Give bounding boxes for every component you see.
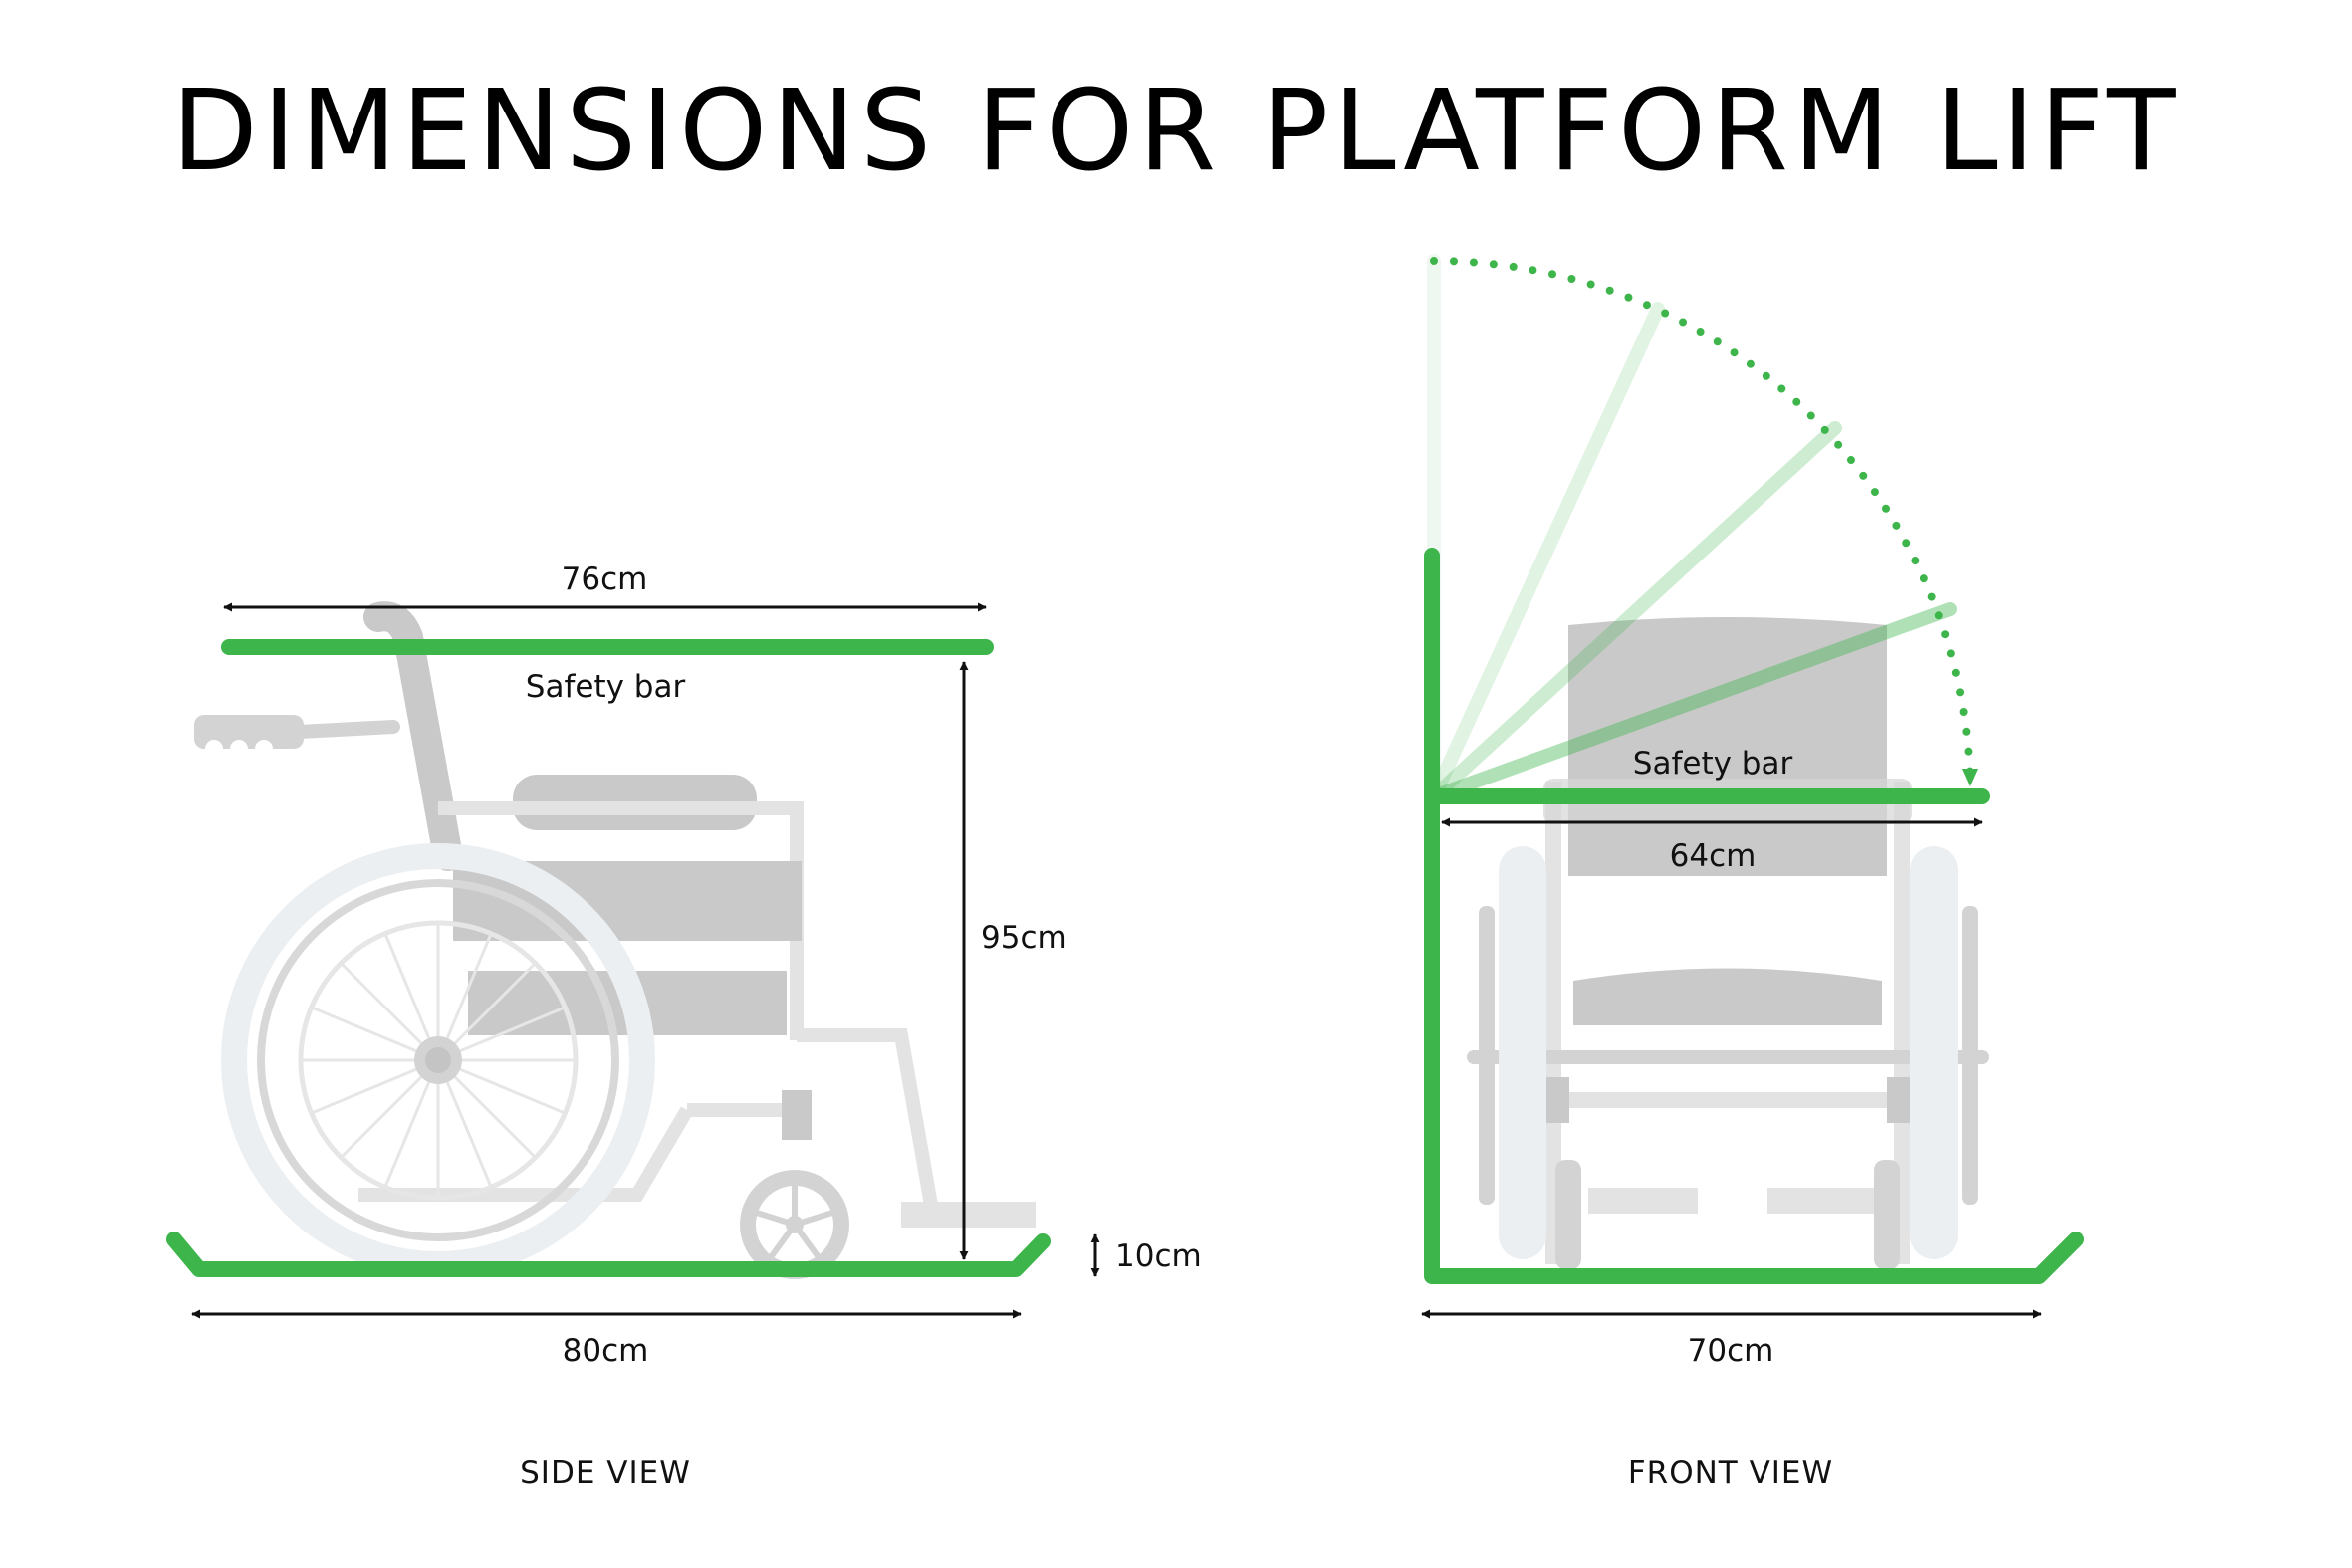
- side-safety-bar-label: Safety bar: [526, 669, 686, 705]
- front-bar-width-label: 64cm: [1670, 838, 1757, 874]
- side-platform-width-label: 80cm: [563, 1333, 649, 1369]
- side-height-label: 95cm: [981, 920, 1067, 956]
- front-view-caption: FRONT VIEW: [1628, 1456, 1833, 1491]
- front-platform-width-label: 70cm: [1688, 1333, 1774, 1369]
- front-platform: [1424, 548, 2084, 1284]
- wheelchair-front-icon: [1467, 617, 1989, 1269]
- side-view-caption: SIDE VIEW: [520, 1456, 691, 1491]
- side-ramp-height-label: 10cm: [1115, 1238, 1202, 1274]
- side-view: Safety bar 76cm 95cm 10cm 80cm SIDE VIEW: [166, 561, 1202, 1491]
- front-safety-bar-label: Safety bar: [1633, 746, 1793, 782]
- wheelchair-side-icon: [194, 601, 1036, 1279]
- page-title: DIMENSIONS FOR PLATFORM LIFT: [172, 67, 2181, 196]
- front-view: Safety bar 64cm 70cm FRONT VIEW: [1421, 254, 2084, 1491]
- side-bar-width-label: 76cm: [562, 561, 648, 597]
- side-platform: [166, 1232, 1051, 1277]
